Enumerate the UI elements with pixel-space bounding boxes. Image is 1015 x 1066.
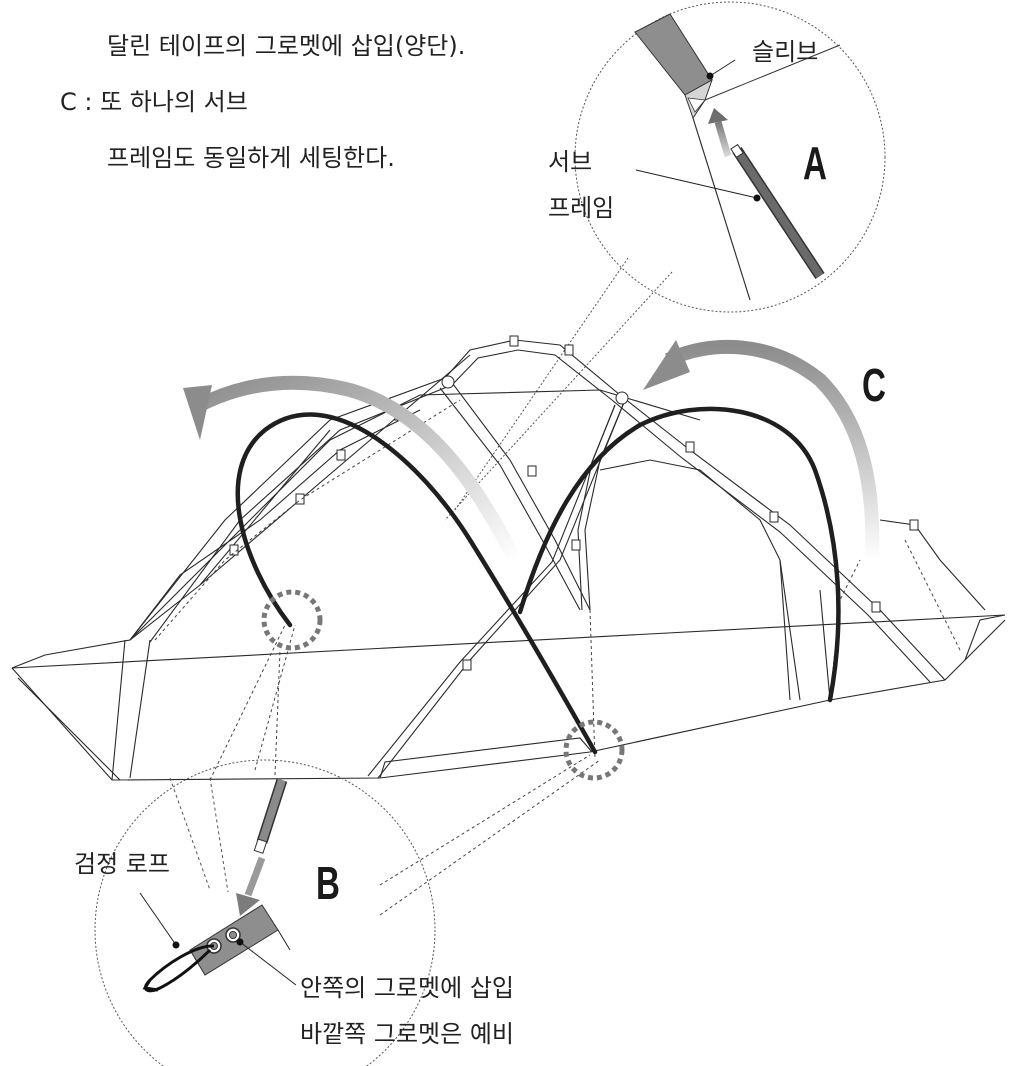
detail-b-letter: B — [316, 857, 340, 909]
detail-b-callout — [94, 759, 436, 1066]
black-rope-label: 검정 로프 — [74, 850, 170, 878]
sub-frame-left — [235, 412, 598, 755]
insert-arrow-b — [244, 856, 266, 897]
arrow-right-curved — [643, 339, 880, 561]
dashed-circle-marker-right — [563, 719, 625, 781]
subframe-label-2: 프레임 — [548, 194, 615, 222]
sleeve-label: 슬리브 — [752, 38, 819, 66]
instruction-line-3: 프레임도 동일하게 세팅한다. — [107, 144, 395, 172]
instruction-line-2: C : 또 하나의 서브 — [60, 88, 248, 116]
detail-a-callout — [444, 1, 886, 521]
insert-arrow-a — [714, 121, 732, 157]
subframe-label-1: 서브 — [548, 148, 593, 176]
sub-frames — [235, 406, 841, 755]
inner-tent-dotted — [154, 399, 961, 916]
detail-c-letter: C — [862, 359, 886, 411]
sleeve — [634, 13, 713, 96]
sub-frame-right — [517, 406, 841, 703]
dashed-circle-marker-left — [261, 589, 323, 651]
arrow-left-curved — [183, 375, 522, 564]
outer-grommet-label: 바깥쪽 그로멧은 예비 — [300, 1020, 514, 1048]
inner-grommet-label: 안쪽의 그로멧에 삽입 — [300, 974, 514, 1002]
instruction-line-1: 달린 테이프의 그로멧에 삽입(양단). — [107, 32, 466, 60]
detail-a-letter: A — [803, 137, 827, 189]
